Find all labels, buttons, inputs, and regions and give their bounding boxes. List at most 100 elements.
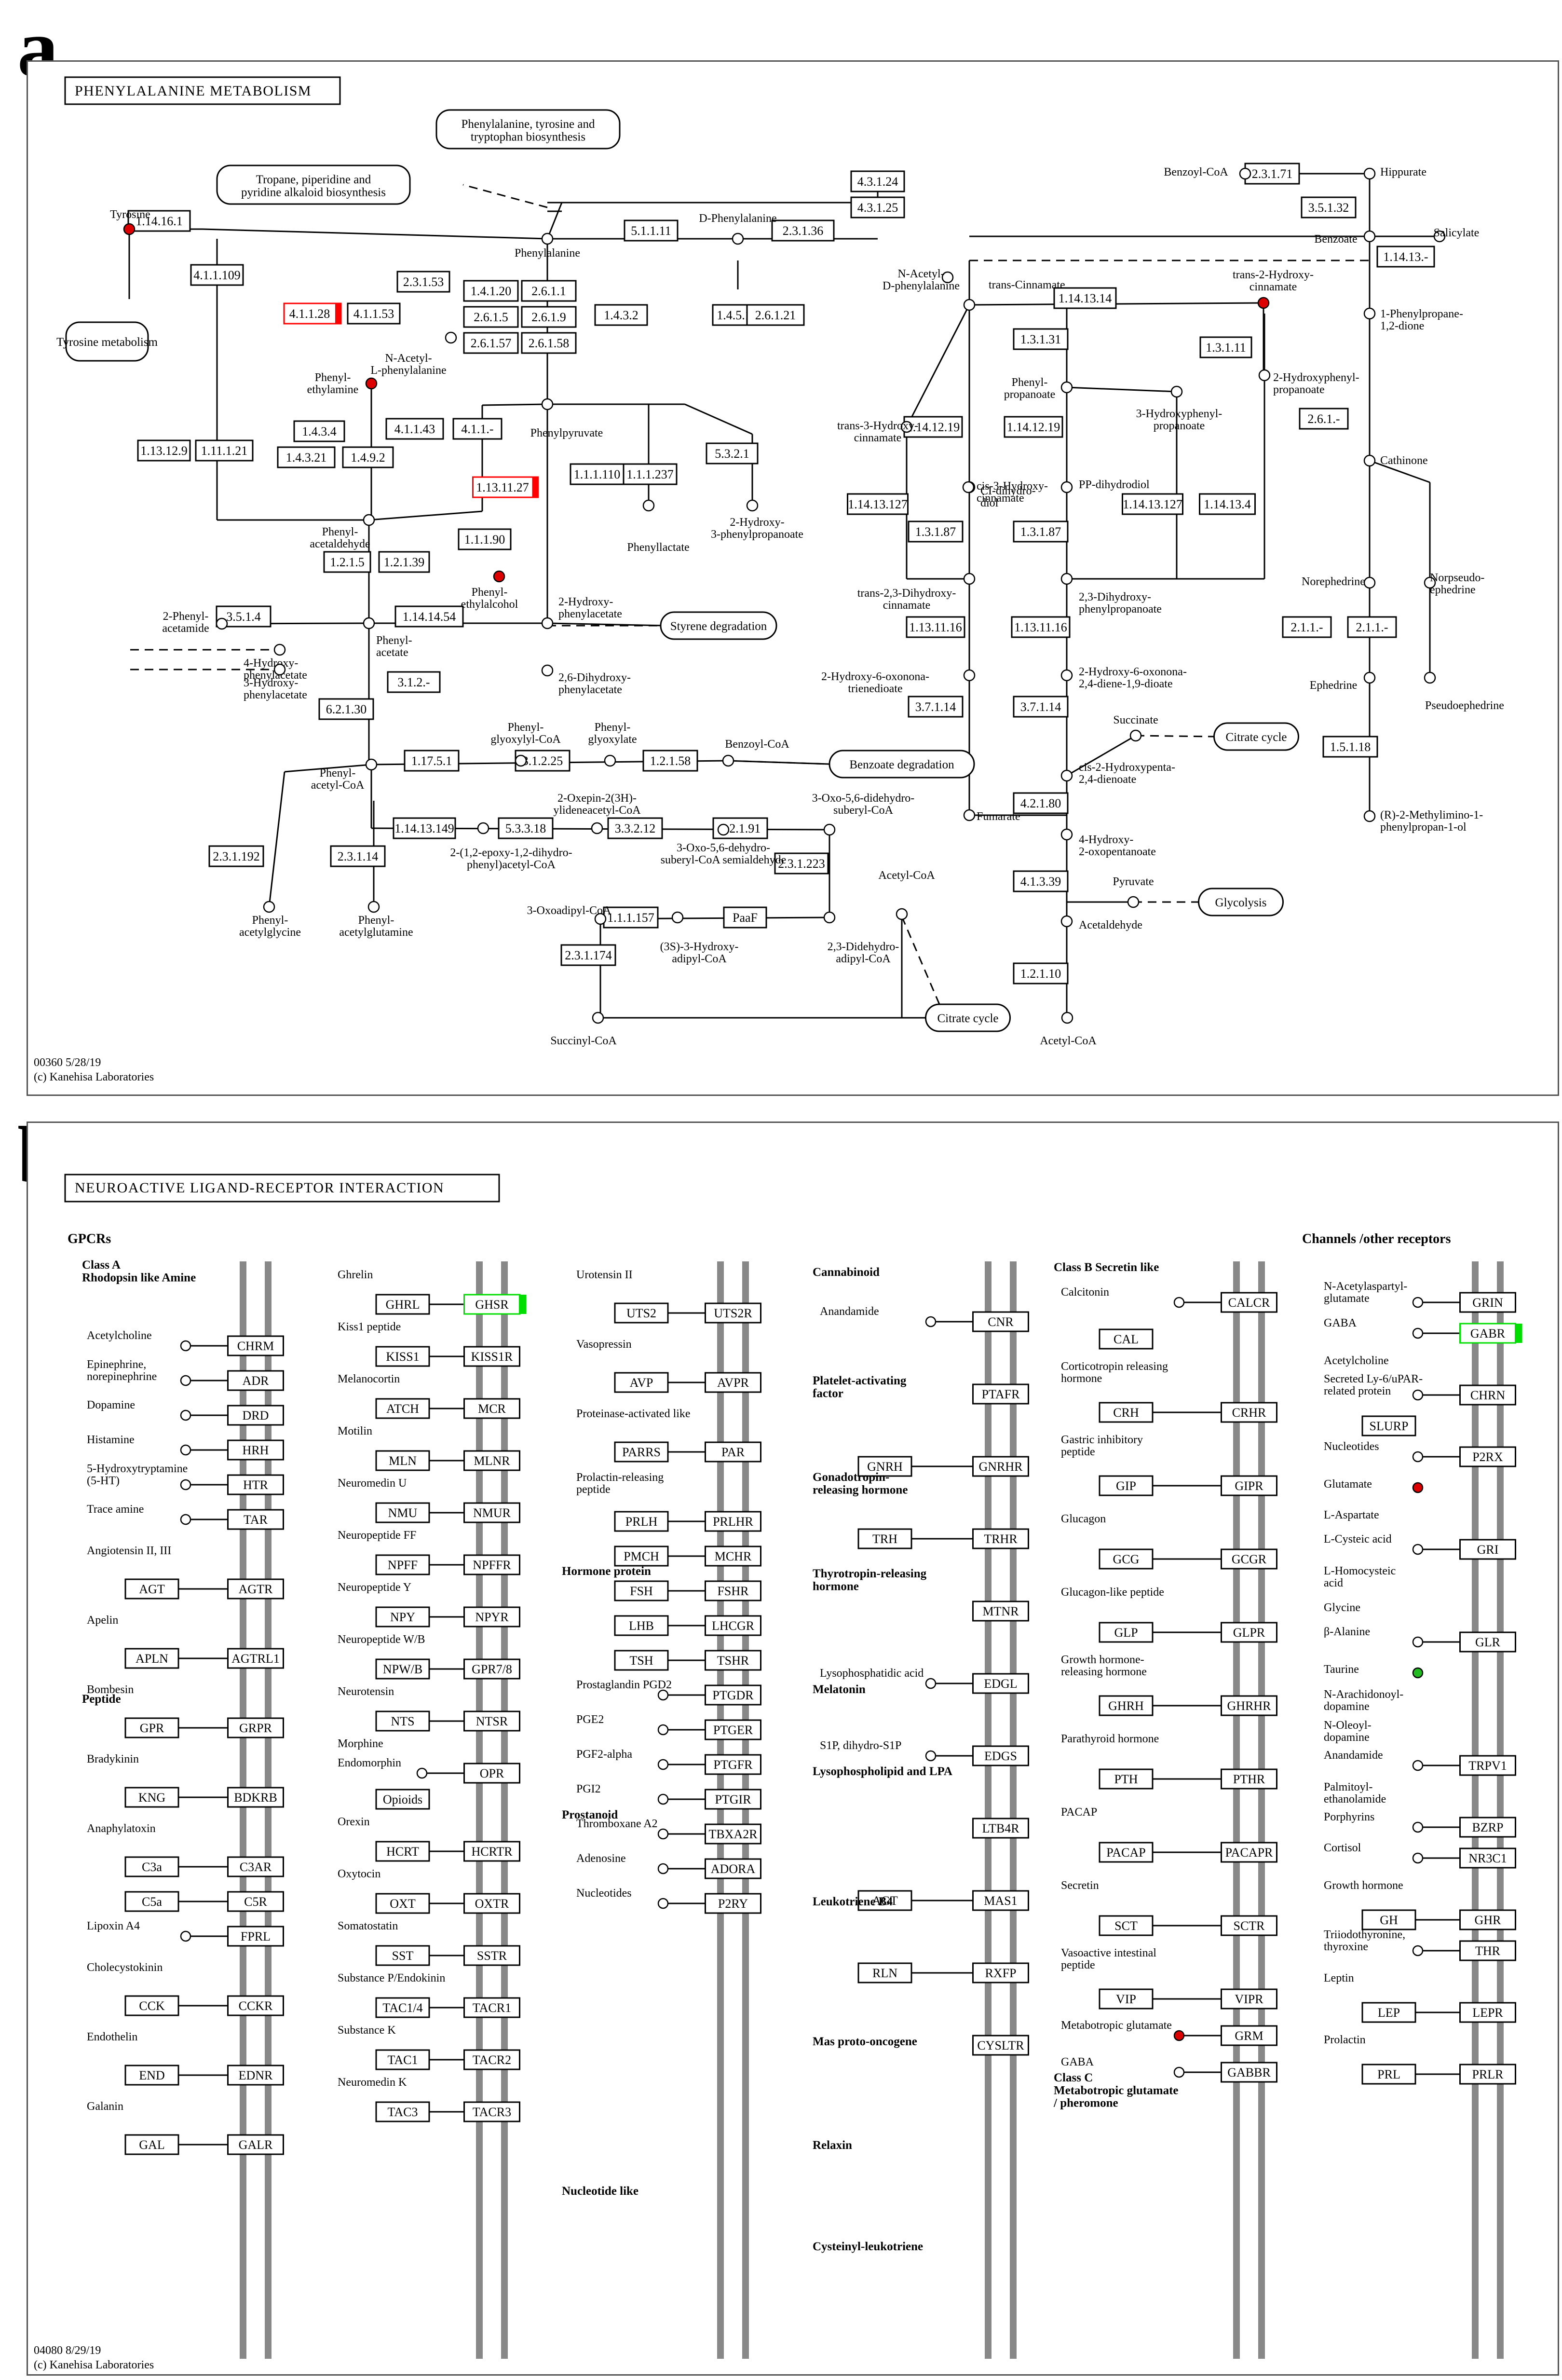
ligand-compound-node[interactable] <box>1412 1636 1424 1648</box>
receptor-gene-box[interactable]: P2RY <box>705 1893 761 1914</box>
compound-node[interactable]: Acetaldehyde <box>1060 915 1142 931</box>
ligand-gene-box[interactable]: C5a <box>124 1891 179 1912</box>
ligand-gene-box[interactable]: TAC1/4 <box>375 1997 430 2018</box>
ligand-compound-node[interactable] <box>1412 1544 1424 1555</box>
enzyme-box[interactable]: 1.14.13.127 <box>1122 493 1183 515</box>
receptor-gene-box[interactable]: P2RX <box>1459 1446 1516 1467</box>
ligand-gene-box[interactable]: RLN <box>857 1962 912 1983</box>
receptor-gene-box[interactable]: TACR3 <box>463 2101 520 2122</box>
receptor-gene-box[interactable]: PTGFR <box>705 1754 761 1775</box>
compound-node[interactable]: Phenyl-acetyl-CoA <box>311 758 378 792</box>
ligand-gene-box[interactable]: NTS <box>375 1710 430 1732</box>
compound-node[interactable]: 2,3-Didehydro-adipyl-CoA <box>823 911 899 965</box>
compound-node[interactable]: 2-Phenyl-acetamide <box>162 610 228 635</box>
receptor-gene-box[interactable]: PACAPR <box>1221 1842 1277 1863</box>
compound-node[interactable]: 2-Hydroxy-3-phenylpropanoate <box>711 499 803 541</box>
pathway-map-link[interactable]: Citrate cycle <box>1213 722 1299 751</box>
ligand-gene-box[interactable]: VIP <box>1099 1988 1154 2010</box>
enzyme-box[interactable]: 2.3.1.223 <box>774 852 829 875</box>
enzyme-box[interactable]: 4.1.1.53 <box>347 302 401 325</box>
enzyme-box[interactable]: 1.13.11.27 <box>472 476 539 498</box>
ligand-compound-node[interactable] <box>657 1793 669 1805</box>
compound-node[interactable]: Succinyl-CoA <box>550 1012 617 1047</box>
enzyme-box[interactable]: 3.1.2.- <box>387 671 441 693</box>
enzyme-box[interactable]: 4.3.1.24 <box>850 170 905 192</box>
compound-node[interactable]: N-Acetyl-D-phenylalanine <box>883 268 960 292</box>
ligand-gene-box[interactable]: OXT <box>375 1893 430 1914</box>
enzyme-box[interactable]: 2.6.1.5 <box>463 306 519 328</box>
ligand-compound-node[interactable] <box>1412 1327 1424 1339</box>
enzyme-box[interactable]: 3.7.1.14 <box>908 696 964 718</box>
ligand-compound-node[interactable] <box>180 1340 191 1352</box>
compound-node[interactable]: 3-Hydroxy-phenylacetate <box>244 663 307 701</box>
compound-node[interactable]: Benzoyl-CoA <box>722 738 789 767</box>
enzyme-box[interactable]: 2.3.1.14 <box>330 845 386 867</box>
compound-node[interactable]: 2-Hydroxy-6-oxonona-2,4-diene-1,9-dioate <box>1060 666 1187 690</box>
enzyme-box[interactable]: 1.4.3.4 <box>293 420 345 442</box>
compound-node[interactable]: Phenyl-acetate <box>363 617 412 659</box>
enzyme-box[interactable]: 4.1.3.39 <box>1013 870 1069 892</box>
ligand-compound-node[interactable] <box>1412 1451 1424 1463</box>
ligand-compound-node[interactable] <box>1412 1667 1424 1679</box>
enzyme-box[interactable]: 2.3.1.53 <box>396 271 450 293</box>
receptor-gene-box[interactable]: PTGIR <box>705 1789 761 1810</box>
compound-node[interactable]: 3-Oxo-5,6-didehydro-suberyl-CoA <box>812 792 915 836</box>
receptor-gene-box[interactable]: TRHR <box>972 1528 1029 1549</box>
compound-node[interactable]: 2,3-Dihydroxy-phenylpropanoate <box>1060 573 1162 616</box>
ligand-gene-box[interactable]: GCG <box>1099 1548 1154 1570</box>
ligand-gene-box[interactable]: AVP <box>614 1372 669 1393</box>
ligand-gene-box[interactable]: APLN <box>124 1648 179 1669</box>
receptor-gene-box[interactable]: GRIN <box>1459 1292 1516 1313</box>
pathway-map-link[interactable]: Styrene degradation <box>660 611 777 640</box>
receptor-gene-box[interactable]: MAS1 <box>972 1890 1029 1911</box>
receptor-gene-box[interactable]: SCTR <box>1221 1915 1277 1936</box>
receptor-gene-box[interactable]: EDNR <box>227 2065 284 2086</box>
compound-node[interactable]: N-Acetyl-L-phenylalanine <box>370 331 457 377</box>
receptor-gene-box[interactable]: GRM <box>1221 2025 1277 2046</box>
enzyme-box[interactable]: 1.4.3.2 <box>594 304 648 326</box>
ligand-gene-box[interactable]: ATCH <box>375 1398 430 1419</box>
compound-node[interactable]: Phenylalanine <box>515 233 580 260</box>
ligand-compound-node[interactable] <box>925 1678 937 1689</box>
enzyme-box[interactable]: 1.1.1.237 <box>623 463 678 485</box>
compound-node[interactable]: Phenyl-glyoxylyl-CoA <box>490 721 561 767</box>
enzyme-box[interactable]: 3.7.1.14 <box>1013 696 1069 718</box>
compound-node[interactable]: Salicylate <box>1434 227 1480 243</box>
enzyme-box[interactable]: 1.2.1.10 <box>1013 962 1069 985</box>
pathway-map-link[interactable]: Benzoate degradation <box>829 750 975 779</box>
pathway-map-link[interactable]: Glycolysis <box>1198 888 1284 916</box>
ligand-gene-box[interactable]: NPFF <box>375 1554 430 1575</box>
enzyme-box[interactable]: PaaF <box>723 906 767 929</box>
compound-node[interactable]: Phenyl-acetaldehyde <box>310 514 375 550</box>
enzyme-box[interactable]: 1.14.16.1 <box>127 210 191 232</box>
compound-node[interactable]: Phenyl-ethylamine <box>307 371 378 396</box>
receptor-gene-box[interactable]: LEPR <box>1459 2002 1516 2023</box>
receptor-gene-box[interactable]: TAR <box>227 1509 284 1530</box>
ligand-gene-box[interactable]: TAC3 <box>375 2101 430 2122</box>
receptor-gene-box[interactable]: UTS2R <box>705 1302 761 1324</box>
receptor-gene-box[interactable]: TACR2 <box>463 2049 520 2070</box>
enzyme-box[interactable]: 2.1.1.- <box>1347 616 1397 638</box>
receptor-gene-box[interactable]: PTAFR <box>972 1383 1029 1405</box>
ligand-compound-node[interactable] <box>1412 1945 1424 1956</box>
compound-node[interactable]: Benzoyl-CoA <box>1164 166 1251 180</box>
ligand-gene-box[interactable]: LEP <box>1361 2002 1416 2023</box>
enzyme-box[interactable]: 4.1.1.43 <box>385 418 444 440</box>
enzyme-box[interactable]: 1.2.1.5 <box>323 551 371 573</box>
compound-node[interactable]: Phenylpyruvate <box>530 398 603 439</box>
ligand-gene-box[interactable]: SLURP <box>1361 1415 1416 1436</box>
ligand-compound-node[interactable] <box>180 1375 191 1386</box>
receptor-gene-box[interactable]: GRI <box>1459 1539 1516 1560</box>
ligand-compound-node[interactable] <box>1173 2066 1185 2078</box>
compound-node[interactable]: Pseudoephedrine <box>1424 671 1504 712</box>
enzyme-box[interactable]: 4.1.1.109 <box>190 264 244 286</box>
ligand-compound-node[interactable] <box>180 1930 191 1942</box>
enzyme-box[interactable]: 1.14.13.- <box>1376 246 1435 268</box>
receptor-gene-box[interactable]: RXFP <box>972 1962 1029 1983</box>
ligand-gene-box[interactable]: GH <box>1361 1909 1416 1930</box>
enzyme-box[interactable]: 1.4.9.2 <box>342 446 394 468</box>
ligand-compound-node[interactable] <box>180 1409 191 1421</box>
compound-node[interactable]: PP-dihydrodiol <box>1060 479 1150 493</box>
compound-node[interactable]: Hippurate <box>1363 166 1426 180</box>
